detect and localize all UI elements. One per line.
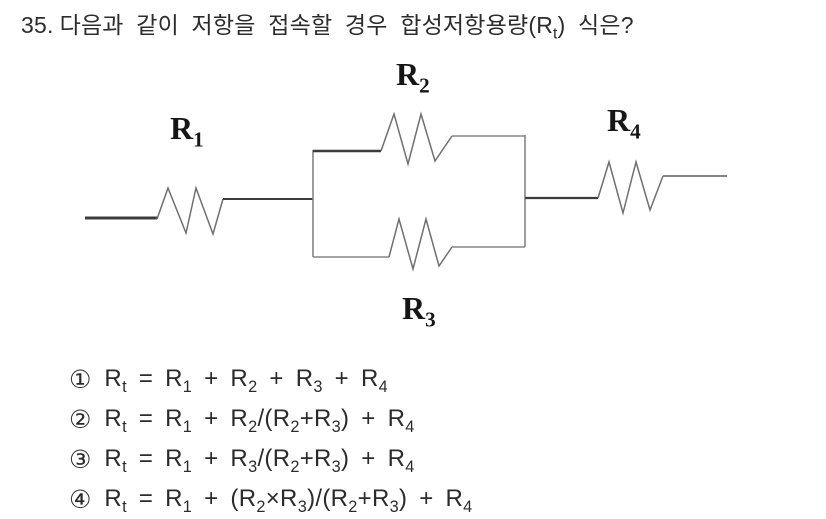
- answer-choices: ① Rt = R1 + R2 + R3 + R4 ② Rt = R1 + R2/…: [69, 359, 629, 519]
- choice-4[interactable]: ④ Rt = R1 + (R2×R3)/(R2+R3) + R4: [69, 479, 629, 519]
- choice-3-formula: Rt = R1 + R3/(R2+R3) + R4: [104, 445, 415, 476]
- choice-1[interactable]: ① Rt = R1 + R2 + R3 + R4: [69, 359, 629, 399]
- question-line: 35.다음과 같이 저항을 접속할 경우 합성저항용량(Rt) 식은?: [21, 6, 811, 43]
- choice-4-formula: Rt = R1 + (R2×R3)/(R2+R3) + R4: [104, 485, 473, 516]
- choice-4-marker: ④: [69, 484, 92, 514]
- label-r4: R4: [607, 102, 641, 144]
- question-text: 다음과 같이 저항을 접속할 경우 합성저항용량(Rt) 식은?: [59, 12, 634, 43]
- choice-2-marker: ②: [69, 404, 92, 434]
- choice-3[interactable]: ③ Rt = R1 + R3/(R2+R3) + R4: [69, 439, 629, 479]
- resistor-r1-zigzag: [156, 185, 224, 237]
- choice-3-marker: ③: [69, 444, 92, 474]
- label-r2: R2: [396, 56, 430, 98]
- circuit-svg: [85, 111, 727, 272]
- circuit-diagram: R1 R2 R3 R4: [85, 56, 727, 332]
- resistor-r3-zigzag: [388, 216, 453, 272]
- resistor-r2-zigzag: [380, 111, 453, 167]
- choice-2-formula: Rt = R1 + R2/(R2+R3) + R4: [104, 405, 415, 436]
- question-number: 35.: [21, 12, 54, 38]
- resistor-r4-zigzag: [597, 159, 664, 216]
- label-r1: R1: [170, 110, 204, 152]
- choice-1-marker: ①: [69, 364, 92, 394]
- label-r3: R3: [402, 290, 436, 332]
- choice-2[interactable]: ② Rt = R1 + R2/(R2+R3) + R4: [69, 399, 629, 439]
- choice-1-formula: Rt = R1 + R2 + R3 + R4: [104, 365, 388, 396]
